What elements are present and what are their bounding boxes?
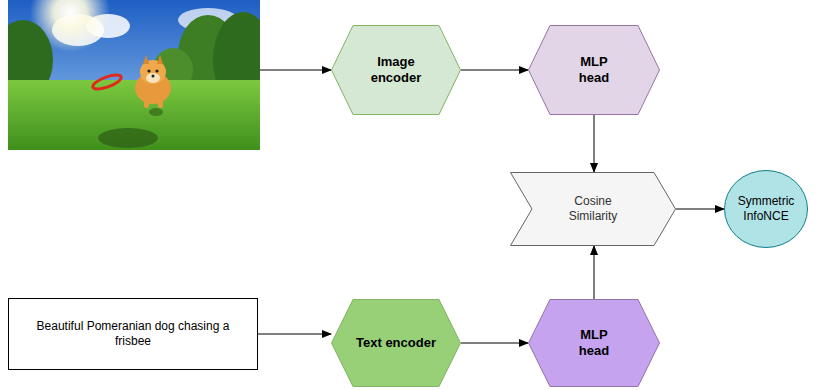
encoder-hexagon: Text encoder: [331, 299, 461, 387]
node-label: Beautiful Pomeranian dog chasing a frisb…: [23, 319, 243, 349]
photo-arrow: [260, 70, 331, 71]
loss-circle: Symmetric InfoNCE: [724, 170, 808, 248]
dog-photo: [8, 0, 260, 150]
caption-box: Beautiful Pomeranian dog chasing a frisb…: [8, 298, 258, 370]
node-label: Text encoder: [356, 335, 436, 351]
node-label: MLP head: [564, 54, 624, 87]
flow-arrow: [676, 209, 724, 210]
flow-arrow: [594, 115, 595, 172]
flow-arrow: [461, 70, 528, 71]
node-label: Cosine Similarity: [553, 194, 633, 224]
encoder-hexagon: Image encoder: [331, 25, 461, 115]
flow-arrow: [461, 343, 528, 344]
node-label: Symmetric InfoNCE: [731, 194, 801, 224]
flow-arrow: [594, 246, 595, 299]
mlp-head-hexagon: MLP head: [528, 299, 660, 387]
node-label: Image encoder: [356, 54, 436, 87]
flow-arrow: [258, 334, 331, 335]
node-label: MLP head: [564, 327, 624, 360]
mlp-head-hexagon: MLP head: [528, 25, 660, 115]
similarity-chevron: Cosine Similarity: [510, 172, 676, 246]
